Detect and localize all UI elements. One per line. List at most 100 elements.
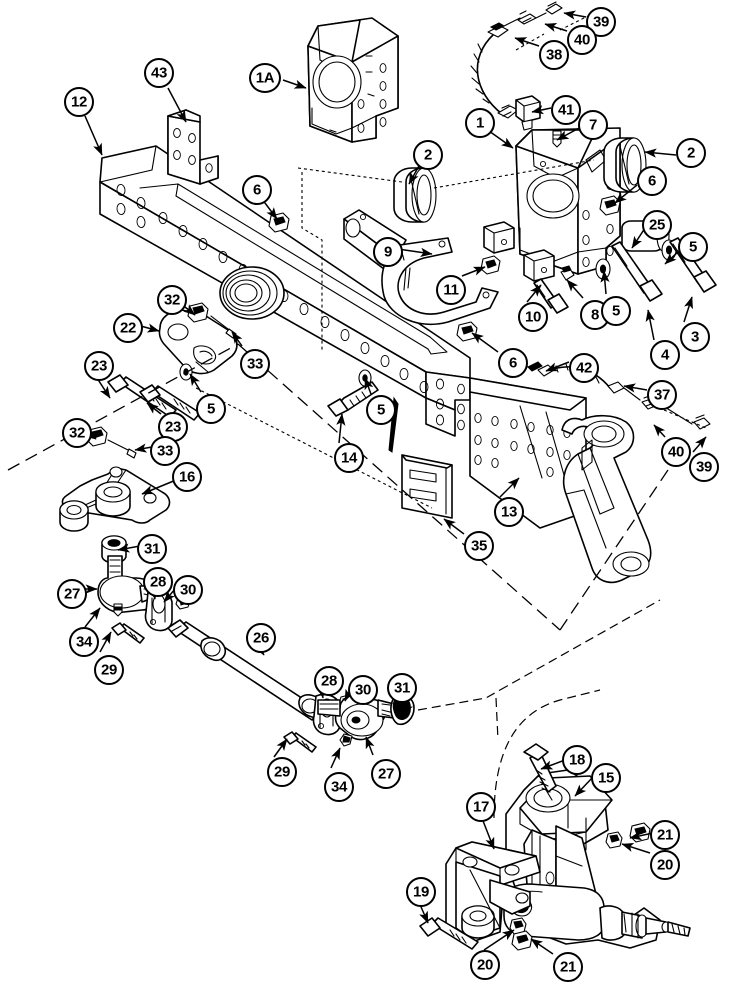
callout-40[interactable]: 40 <box>661 437 691 467</box>
callout-21[interactable]: 21 <box>553 952 583 982</box>
callout-40[interactable]: 40 <box>567 25 597 55</box>
part-40-coupler <box>517 10 547 25</box>
callout-28[interactable]: 28 <box>143 567 173 597</box>
callout-30[interactable]: 30 <box>348 675 378 705</box>
callout-9[interactable]: 9 <box>373 237 403 267</box>
callout-21[interactable]: 21 <box>650 820 680 850</box>
callout-6[interactable]: 6 <box>498 348 528 378</box>
callout-label: 31 <box>143 540 161 557</box>
part-18-bolt <box>523 743 557 801</box>
callout-label: 2 <box>686 144 696 161</box>
callout-34[interactable]: 34 <box>324 772 354 802</box>
callout-label: 7 <box>588 116 598 133</box>
callout-42[interactable]: 42 <box>569 353 599 383</box>
callout-12[interactable]: 12 <box>64 87 94 117</box>
callout-label: 20 <box>656 856 674 873</box>
callout-label: 34 <box>75 633 93 650</box>
callout-20[interactable]: 20 <box>650 850 680 880</box>
callout-27[interactable]: 27 <box>57 579 87 609</box>
callout-28[interactable]: 28 <box>314 666 344 696</box>
callout-35[interactable]: 35 <box>464 531 494 561</box>
callout-label: 6 <box>252 181 262 198</box>
callout-2[interactable]: 2 <box>413 140 443 170</box>
callout-4[interactable]: 4 <box>650 340 680 370</box>
callout-39[interactable]: 39 <box>689 452 719 482</box>
part-19-bolt <box>419 917 479 950</box>
part-22-link <box>158 309 238 375</box>
callout-10[interactable]: 10 <box>518 302 548 332</box>
callout-14[interactable]: 14 <box>334 443 364 473</box>
part-27-tie-rod-end-right <box>317 694 395 747</box>
part-6-nut-lower <box>456 321 478 342</box>
callout-6[interactable]: 6 <box>242 175 272 205</box>
callout-23[interactable]: 23 <box>84 351 114 381</box>
callout-22[interactable]: 22 <box>113 313 143 343</box>
callout-label: 16 <box>178 468 196 485</box>
callout-29[interactable]: 29 <box>94 655 124 685</box>
leader-line-21 <box>629 831 654 841</box>
leader-line-39 <box>692 436 707 453</box>
part-41-elbow <box>497 95 541 131</box>
callout-29[interactable]: 29 <box>267 757 297 787</box>
leader-line-40 <box>653 424 666 438</box>
callout-27[interactable]: 27 <box>371 759 401 789</box>
leader-line-42 <box>545 361 570 372</box>
callout-41[interactable]: 41 <box>551 95 581 125</box>
leader-line-3 <box>683 296 693 323</box>
leader-line-1 <box>488 130 514 149</box>
part-29-bolt-right <box>283 731 317 753</box>
callout-label: 22 <box>119 319 137 336</box>
callout-5[interactable]: 5 <box>196 394 226 424</box>
callout-19[interactable]: 19 <box>406 877 436 907</box>
callout-31[interactable]: 31 <box>387 673 417 703</box>
part-11-nut <box>480 255 501 275</box>
callout-label: 23 <box>90 357 108 374</box>
callout-31[interactable]: 31 <box>137 534 167 564</box>
leader-line-15 <box>574 777 593 797</box>
callout-25[interactable]: 25 <box>642 210 672 240</box>
callout-label: 25 <box>648 216 666 233</box>
callout-2[interactable]: 2 <box>676 138 706 168</box>
leader-line-12 <box>84 115 103 156</box>
callout-18[interactable]: 18 <box>562 745 592 775</box>
callout-33[interactable]: 33 <box>150 436 180 466</box>
callout-32[interactable]: 32 <box>157 285 187 315</box>
callout-20[interactable]: 20 <box>470 950 500 980</box>
leader-line-34 <box>84 607 101 628</box>
leader-line-39 <box>563 10 587 20</box>
callout-3[interactable]: 3 <box>680 322 710 352</box>
callout-15[interactable]: 15 <box>591 763 621 793</box>
callout-5[interactable]: 5 <box>678 232 708 262</box>
callout-label: 41 <box>557 101 575 118</box>
callout-32[interactable]: 32 <box>62 418 92 448</box>
callout-1A[interactable]: 1A <box>249 63 281 93</box>
callout-17[interactable]: 17 <box>466 792 496 822</box>
callout-label: 30 <box>354 681 372 698</box>
callout-5[interactable]: 5 <box>601 296 631 326</box>
callout-16[interactable]: 16 <box>172 462 202 492</box>
callout-43[interactable]: 43 <box>144 58 174 88</box>
callout-33[interactable]: 33 <box>240 349 270 379</box>
callout-label: 18 <box>568 751 586 768</box>
leader-line-5 <box>600 270 610 295</box>
leader-line-2 <box>644 148 677 158</box>
callout-7[interactable]: 7 <box>578 110 608 140</box>
part-32-nut-a <box>187 302 209 323</box>
callout-label: 35 <box>470 537 488 554</box>
callout-5[interactable]: 5 <box>366 395 396 425</box>
callout-34[interactable]: 34 <box>69 627 99 657</box>
callout-38[interactable]: 38 <box>539 40 569 70</box>
callout-30[interactable]: 30 <box>173 575 203 605</box>
callout-1[interactable]: 1 <box>465 108 495 138</box>
callout-26[interactable]: 26 <box>246 623 276 653</box>
callout-label: 31 <box>393 679 411 696</box>
callout-6[interactable]: 6 <box>637 166 667 196</box>
callout-13[interactable]: 13 <box>494 497 524 527</box>
part-16-steering-arm <box>59 466 171 532</box>
leader-line-6 <box>471 332 499 353</box>
callout-label: 40 <box>667 443 685 460</box>
callout-label: 5 <box>688 238 698 255</box>
callout-37[interactable]: 37 <box>647 380 677 410</box>
callout-11[interactable]: 11 <box>436 275 466 305</box>
